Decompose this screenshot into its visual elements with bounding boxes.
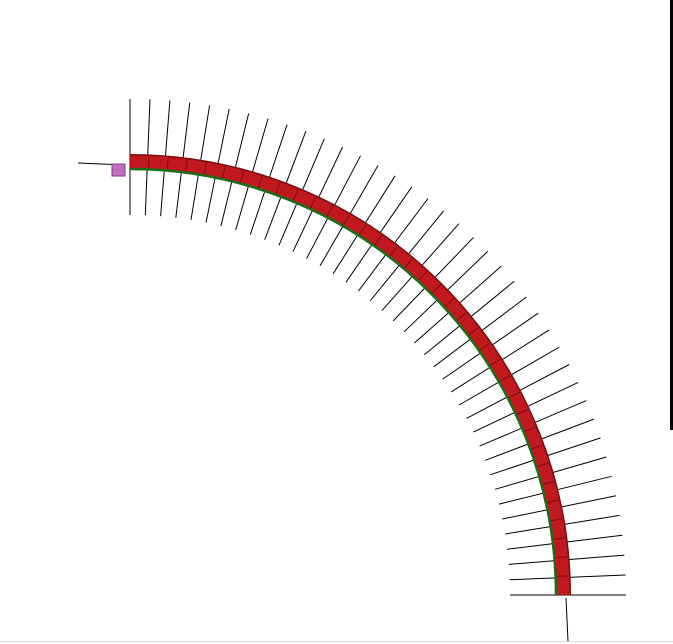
segment-tick bbox=[166, 157, 169, 170]
square-marker[interactable] bbox=[111, 163, 126, 177]
segment-tick bbox=[221, 166, 226, 179]
segment-tick bbox=[546, 499, 559, 504]
segment-tick bbox=[389, 246, 398, 257]
segment-tick bbox=[499, 375, 511, 382]
segment-tick bbox=[555, 556, 568, 559]
segment-tick bbox=[456, 312, 467, 321]
curved-beam bbox=[129, 154, 571, 596]
segment-tick bbox=[326, 205, 334, 217]
segment-tick bbox=[531, 444, 543, 450]
segment-tick bbox=[257, 176, 263, 188]
segment-tick bbox=[508, 391, 520, 399]
segment-tick bbox=[404, 258, 413, 269]
segment-tick bbox=[489, 358, 501, 367]
segment-tick bbox=[524, 426, 536, 433]
viewport-bottom-border bbox=[0, 641, 673, 642]
segment-tick bbox=[310, 196, 316, 209]
segment-tick bbox=[343, 214, 350, 226]
segment-tick bbox=[468, 327, 479, 336]
segment-tick bbox=[537, 462, 549, 468]
segment-tick bbox=[374, 235, 383, 246]
segment-tick bbox=[542, 480, 555, 485]
segment-tick bbox=[275, 182, 281, 194]
end-axis-line bbox=[565, 597, 569, 642]
segment-tick bbox=[553, 537, 566, 540]
segment-tick bbox=[203, 162, 207, 175]
segment-tick bbox=[550, 518, 563, 522]
segment-tick bbox=[479, 342, 490, 351]
segment-tick bbox=[358, 224, 367, 236]
segment-tick bbox=[185, 159, 188, 172]
segment-ticks bbox=[148, 156, 569, 577]
viewport-right-border bbox=[670, 0, 673, 430]
segment-tick bbox=[431, 284, 441, 294]
segment-tick bbox=[556, 575, 569, 577]
segment-tick bbox=[516, 409, 529, 415]
segment-tick bbox=[418, 270, 427, 281]
segment-tick bbox=[444, 298, 455, 307]
segment-tick bbox=[292, 189, 299, 201]
beam-inner-edge bbox=[129, 167, 558, 596]
segment-tick bbox=[240, 170, 245, 183]
segment-tick bbox=[148, 156, 150, 169]
